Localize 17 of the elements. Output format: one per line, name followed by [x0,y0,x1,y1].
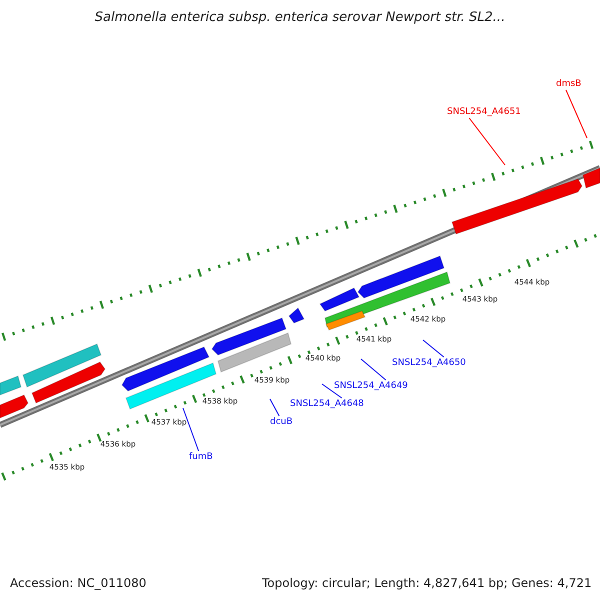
leader-line [270,398,280,416]
leader-line [182,408,200,452]
gene-label: dcuB [270,416,293,428]
leader-line [566,90,588,138]
gene-label: fumB [189,451,213,463]
gene-label: dmsB [556,78,582,90]
map-title: Salmonella enterica subsp. enterica serovar Newport str. SL2... [94,10,506,26]
gene-label: SNSL254_A4649 [334,380,408,392]
gene-label: SNSL254_A4650 [392,357,466,369]
accession-text: Accession: NC_011080 [10,576,146,590]
leader-line [422,340,444,358]
leader-line [322,384,342,398]
leader-line [468,118,506,166]
gene-label: SNSL254_A4648 [290,398,364,410]
gene-label: SNSL254_A4651 [447,106,521,118]
leader-line [360,358,386,380]
genome-info-text: Topology: circular; Length: 4,827,641 bp; Genes: 4,721 [262,576,592,590]
